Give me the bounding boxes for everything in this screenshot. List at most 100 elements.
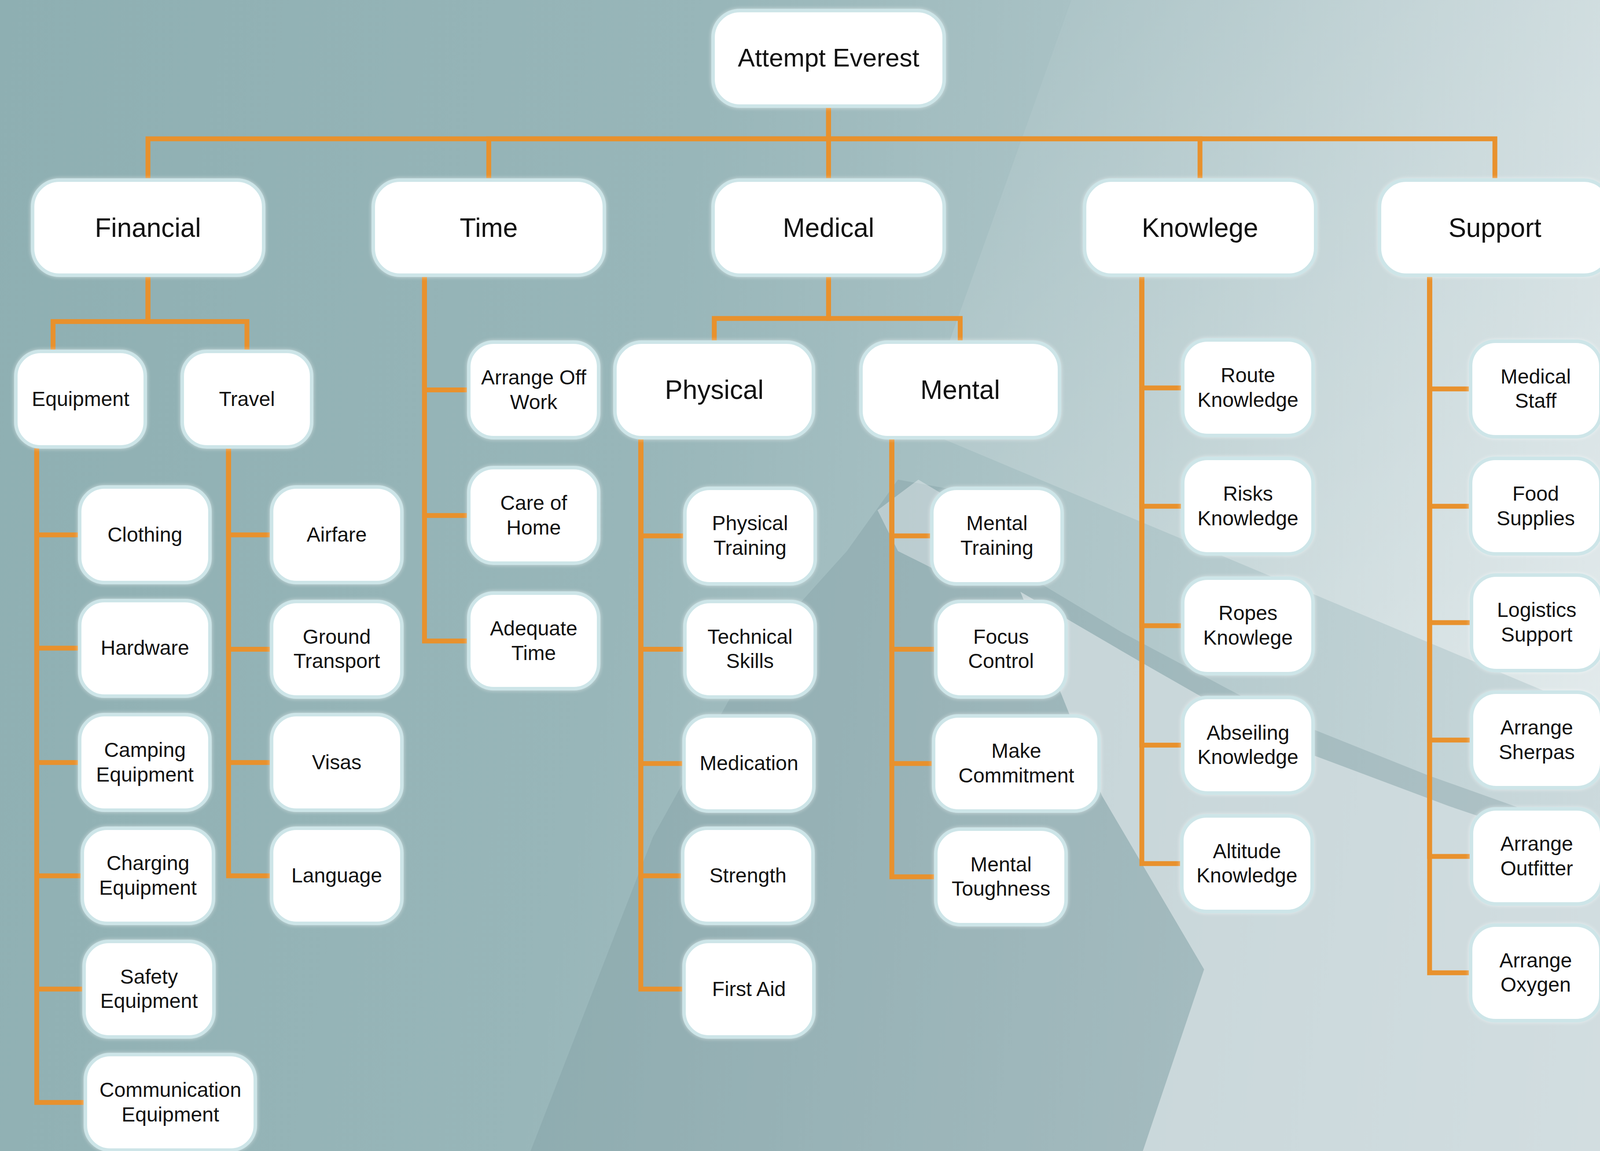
connector [891, 439, 932, 764]
box-label: Mental Training [943, 511, 1051, 560]
wbs-box: Adequate Time [467, 591, 601, 691]
box-label: Arrange Sherpas [1482, 715, 1591, 765]
box-label: Financial [44, 211, 253, 244]
box-label: Medication [695, 750, 803, 776]
connector [828, 276, 960, 341]
wbs-box: Hardware [77, 598, 212, 698]
root-box: Attempt Everest [711, 8, 946, 108]
connector [424, 276, 467, 390]
wbs-box: Risks Knowledge [1180, 456, 1315, 556]
box-label: First Aid [695, 976, 803, 1002]
connector [714, 276, 829, 341]
box-label: Time [384, 211, 593, 244]
box-label: Route Knowledge [1194, 363, 1302, 412]
wbs-box: Abseiling Knowledge [1180, 695, 1315, 795]
wbs-box: Time [371, 178, 607, 278]
box-label: Technical Skills [696, 624, 804, 674]
wbs-box: Visas [269, 712, 404, 812]
box-label: Medical [724, 211, 933, 244]
wbs-box: Arrange Oxygen [1468, 923, 1600, 1023]
box-label: Care of Home [480, 490, 588, 540]
box-label: Charging Equipment [93, 850, 203, 900]
box-label: Equipment [27, 386, 134, 412]
wbs-box: Knowlege [1082, 178, 1318, 278]
connector [891, 439, 931, 536]
wbs-box: Care of Home [467, 465, 601, 565]
connector [1141, 276, 1181, 745]
wbs-box: Technical Skills [683, 599, 817, 699]
connector [147, 276, 247, 350]
box-label: Altitude Knowledge [1193, 838, 1301, 888]
wbs-box: Strength [680, 826, 815, 926]
wbs-box: Route Knowledge [1180, 338, 1315, 438]
box-label: Communication Equipment [96, 1077, 244, 1127]
wbs-box: Mental Training [930, 486, 1064, 586]
wbs-box: Physical Training [683, 486, 817, 586]
connector [1141, 276, 1181, 626]
connector [424, 276, 467, 641]
wbs-box: Make Commitment [931, 713, 1102, 813]
box-label: Ground Transport [283, 624, 391, 674]
connector [424, 276, 467, 515]
connector [228, 448, 270, 763]
connector [1429, 276, 1471, 857]
connector [1141, 276, 1181, 864]
wbs-box: Mental [859, 340, 1062, 440]
box-label: Knowlege [1096, 211, 1305, 244]
connector [1141, 276, 1181, 506]
box-label: Arrange Off Work [480, 365, 588, 415]
wbs-box: Support [1377, 178, 1600, 278]
wbs-box: Airfare [269, 485, 404, 585]
box-label: Mental [872, 373, 1049, 406]
connector [1429, 276, 1469, 389]
connector [53, 276, 149, 350]
box-label: Ropes Knowlege [1194, 600, 1302, 650]
box-label: Adequate Time [480, 616, 588, 666]
box-label: Mental Toughness [947, 852, 1055, 902]
wbs-box: Mental Toughness [934, 827, 1068, 927]
connector [640, 439, 683, 989]
connector [36, 448, 78, 648]
wbs-box: Language [269, 826, 404, 926]
wbs-box: Clothing [77, 485, 212, 585]
box-label: Food Supplies [1482, 481, 1590, 531]
wbs-box: Charging Equipment [80, 826, 216, 926]
connector [36, 448, 78, 763]
wbs-box: Communication Equipment [83, 1052, 258, 1151]
wbs-box: Medical Staff [1468, 339, 1600, 439]
box-label: Medical Staff [1482, 364, 1590, 414]
connector [828, 107, 1495, 179]
connector [1429, 276, 1471, 623]
box-label: Physical [626, 373, 802, 406]
wbs-box: Focus Control [934, 599, 1068, 699]
connector [1429, 276, 1469, 506]
box-label: Airfare [283, 522, 391, 548]
mountain-snow [1020, 591, 1600, 1151]
connector [1141, 276, 1181, 388]
connector [147, 107, 829, 179]
wbs-box: Arrange Off Work [467, 340, 601, 440]
box-label: Physical Training [696, 511, 804, 560]
wbs-box: Food Supplies [1468, 456, 1600, 556]
box-label: Make Commitment [945, 738, 1089, 788]
wbs-box: Safety Equipment [82, 939, 217, 1039]
wbs-box: Altitude Knowledge [1180, 813, 1314, 913]
mountain-shape [530, 479, 1600, 1151]
connector [640, 439, 682, 876]
box-label: Visas [283, 750, 391, 775]
wbs-box: Medical [711, 178, 946, 278]
wbs-box: Financial [30, 178, 266, 278]
box-label: Focus Control [947, 624, 1055, 674]
connector [640, 439, 683, 764]
connector [1429, 276, 1471, 740]
connector [36, 448, 78, 535]
connector [228, 448, 270, 535]
box-label: Arrange Outfitter [1482, 831, 1591, 881]
box-label: Arrange Oxygen [1482, 948, 1590, 997]
wbs-box: Logistics Support [1469, 573, 1600, 673]
box-label: Attempt Everest [724, 42, 933, 74]
box-label: Safety Equipment [95, 964, 203, 1014]
box-label: Logistics Support [1482, 597, 1591, 647]
wbs-box: Arrange Outfitter [1469, 806, 1600, 906]
wbs-box: Equipment [14, 349, 147, 449]
